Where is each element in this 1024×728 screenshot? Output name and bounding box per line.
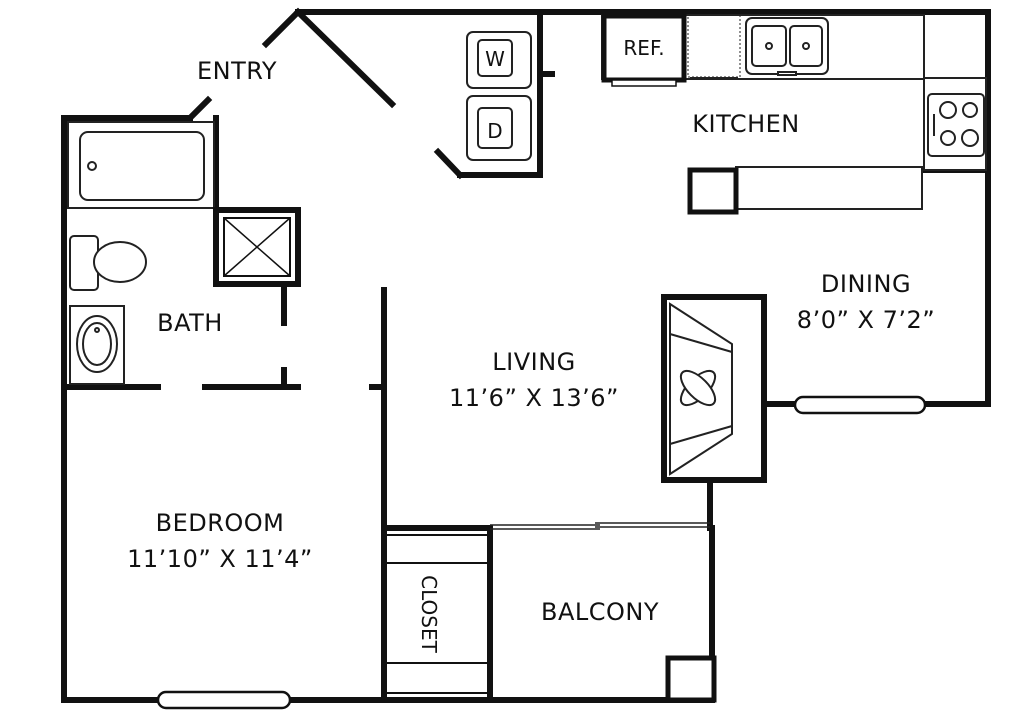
bedroom-window	[156, 690, 292, 710]
refrigerator	[601, 13, 687, 87]
entry-label: ENTRY	[197, 57, 277, 85]
windows	[156, 395, 927, 710]
stove	[927, 93, 985, 157]
bath-label: BATH	[157, 309, 223, 337]
kitchen-column	[687, 167, 739, 215]
toilet	[69, 235, 147, 291]
balcony-column	[665, 655, 717, 703]
washer-label: W	[485, 47, 505, 71]
living-label: LIVING	[492, 348, 576, 376]
living-dimensions: 11’6” X 13’6”	[449, 384, 619, 412]
shower	[213, 207, 301, 287]
dining-label: DINING	[821, 270, 911, 298]
balcony-label: BALCONY	[541, 598, 659, 626]
refrigerator-label: REF.	[623, 36, 664, 60]
fireplace	[669, 302, 733, 476]
bathtub	[67, 121, 215, 209]
dishwasher	[687, 14, 741, 79]
dining-window	[793, 395, 927, 415]
closet-shelves	[387, 534, 487, 694]
kitchen-label: KITCHEN	[692, 110, 800, 138]
dryer-label: D	[487, 119, 502, 143]
bedroom-label: BEDROOM	[156, 509, 285, 537]
bedroom-dimensions: 11’10” X 11’4”	[127, 545, 313, 573]
dryer	[466, 95, 532, 161]
dining-dimensions: 8’0” X 7’2”	[797, 306, 935, 334]
kitchen-sink	[745, 17, 829, 76]
sliding-door	[490, 522, 710, 530]
bath-sink	[69, 305, 125, 385]
washer	[466, 31, 532, 89]
closet-label: CLOSET	[417, 575, 441, 653]
